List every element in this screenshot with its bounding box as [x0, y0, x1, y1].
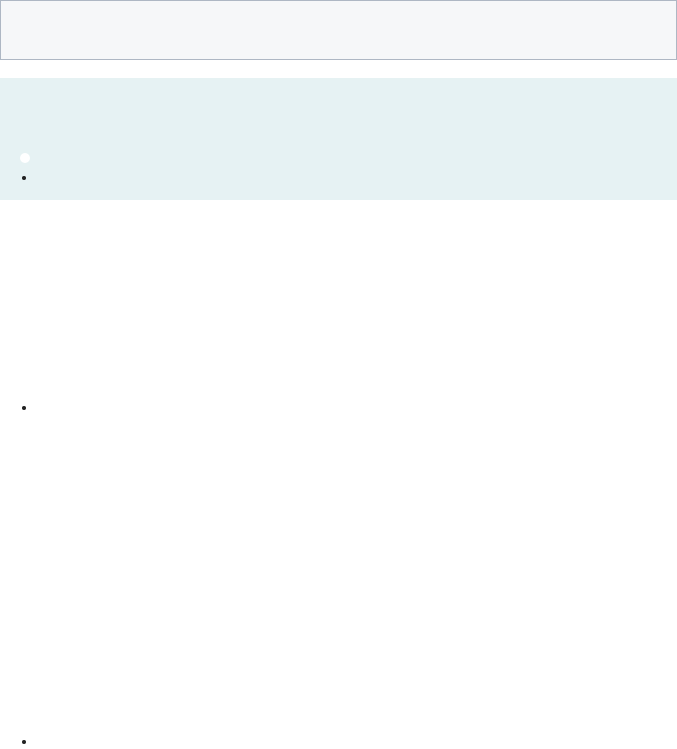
list-item-label-2 [22, 740, 23, 741]
notice-bullet-icon-1 [20, 153, 30, 163]
notice-item-label-2 [22, 176, 23, 177]
top-bar-title [1, 1, 2, 2]
notice-bullet-icon-2 [22, 176, 26, 180]
list-item-label-1 [22, 406, 23, 407]
list-bullet-icon-2 [22, 740, 26, 744]
list-bullet-icon-1 [22, 406, 26, 410]
top-bar [0, 0, 677, 60]
notice-panel [0, 78, 677, 200]
